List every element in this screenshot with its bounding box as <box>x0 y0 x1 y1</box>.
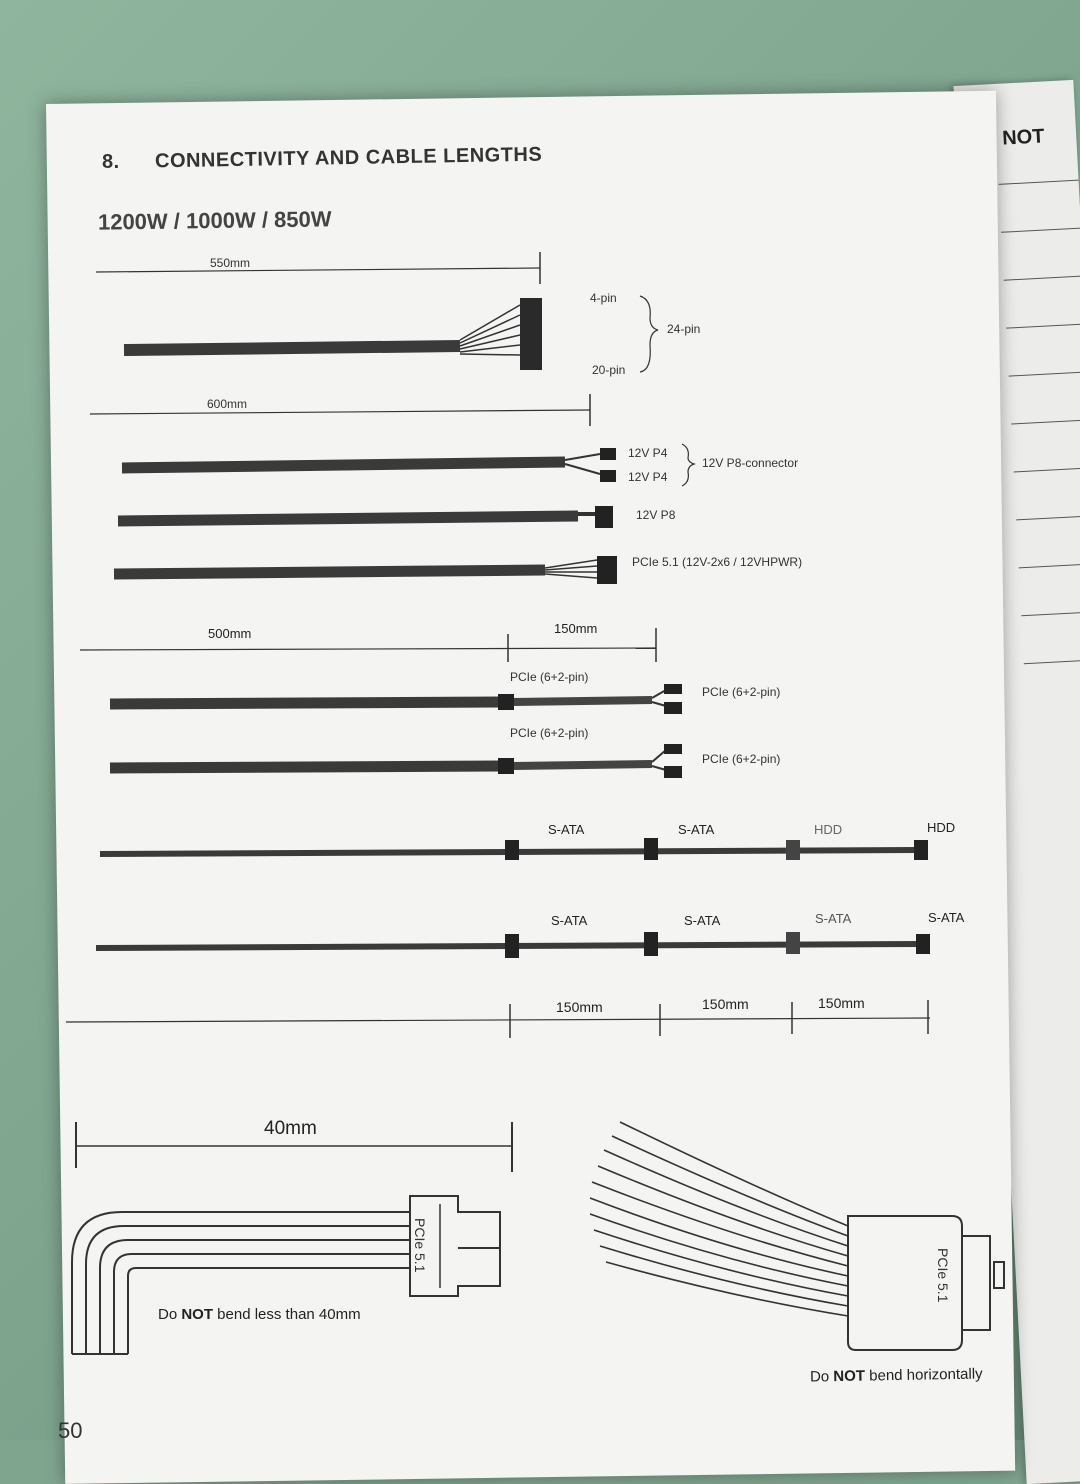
label-20pin: 20-pin <box>592 363 626 377</box>
dim-150-c: 150mm <box>702 996 749 1012</box>
dimension-line-550 <box>95 267 541 273</box>
label-pcie-b-mid: PCIe (6+2-pin) <box>510 726 589 740</box>
label-sata-2c: S-ATA <box>815 911 852 926</box>
bend-note-left: Do NOT bend less than 40mm <box>158 1306 361 1323</box>
fanned-wires <box>589 1121 849 1317</box>
label-12v-p8-connector: 12V P8-connector <box>702 456 799 470</box>
label-sata-2b: S-ATA <box>684 913 721 928</box>
dim-40: 40mm <box>264 1118 317 1139</box>
page-number: 50 <box>58 1418 83 1443</box>
label-24pin: 24-pin <box>667 322 701 336</box>
label-sata-2a: S-ATA <box>551 913 588 928</box>
dimension-line-500-150 <box>79 647 657 651</box>
dimension-line-600 <box>89 409 591 415</box>
cable-p8 <box>117 510 579 527</box>
bend-note-right: Do NOT bend horizontally <box>809 1365 983 1386</box>
cable-diagram <box>65 252 1005 1355</box>
dim-150-b: 150mm <box>556 999 603 1015</box>
dim-500: 500mm <box>208 626 252 641</box>
pcie51-plug-right <box>847 1215 963 1351</box>
dim-150-d: 150mm <box>818 995 865 1011</box>
label-hdd-2: HDD <box>927 820 956 835</box>
label-pcie-a-mid: PCIe (6+2-pin) <box>510 670 589 684</box>
label-sata-2d: S-ATA <box>928 910 965 925</box>
dim-150-pcie: 150mm <box>554 621 598 636</box>
label-12v-p4-b: 12V P4 <box>628 470 668 484</box>
connector-pcie51 <box>597 556 617 584</box>
dimension-line-150 <box>65 1017 931 1023</box>
pcie51-plug-left <box>409 1195 501 1297</box>
dim-600: 600mm <box>207 397 248 411</box>
label-sata-1b: S-ATA <box>678 822 715 837</box>
label-4pin: 4-pin <box>590 291 617 305</box>
label-12v-p4-a: 12V P4 <box>628 446 668 460</box>
model-list: 1200W / 1000W / 850W <box>97 206 332 235</box>
label-sata-1a: S-ATA <box>548 822 585 837</box>
plug-label-right: PCIe 5.1 <box>935 1248 951 1303</box>
cable-pcie51 <box>113 564 546 580</box>
label-pcie-a-end: PCIe (6+2-pin) <box>702 685 781 699</box>
section-number: 8. <box>102 151 120 173</box>
bent-cable-outline <box>71 1211 410 1354</box>
connector-p8 <box>595 506 613 528</box>
connector-24pin <box>520 298 542 370</box>
cable-p4 <box>121 456 566 474</box>
plug-label-left: PCIe 5.1 <box>412 1218 428 1273</box>
label-12v-p8: 12V P8 <box>636 508 676 522</box>
cable-pcie-a <box>109 696 501 710</box>
dim-550: 550mm <box>210 256 251 270</box>
label-hdd-1: HDD <box>814 822 843 837</box>
cable-24pin <box>123 340 461 356</box>
label-pcie-b-end: PCIe (6+2-pin) <box>702 752 781 766</box>
cable-pcie-b <box>109 760 501 774</box>
label-pcie51: PCIe 5.1 (12V-2x6 / 12VHPWR) <box>632 555 803 569</box>
